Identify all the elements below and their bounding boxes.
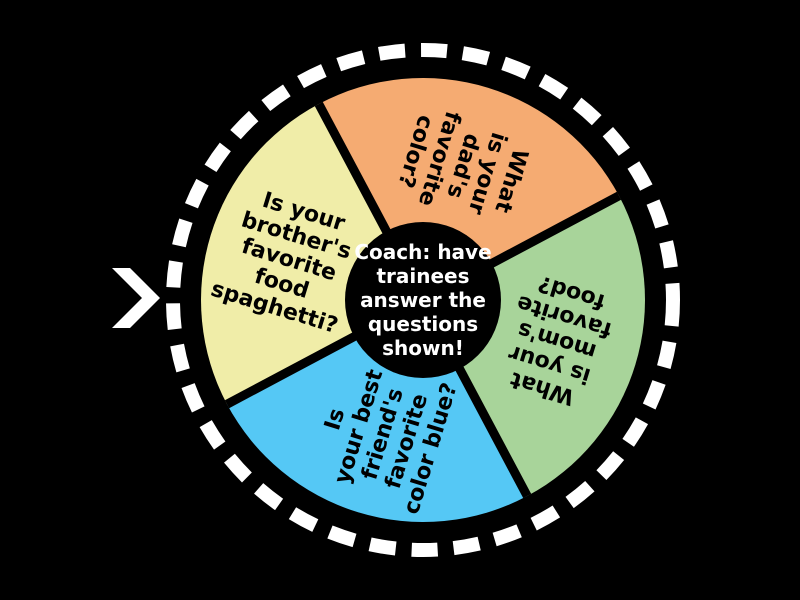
hub-text-line: answer the bbox=[360, 288, 486, 312]
hub-text-line: questions bbox=[368, 312, 478, 336]
pointer-chevron-icon bbox=[112, 268, 160, 328]
hub-text-line: Coach: have bbox=[354, 240, 491, 264]
outer-dashed-ring bbox=[166, 43, 680, 557]
spinner-pointer bbox=[112, 268, 160, 328]
hub-text-line: shown! bbox=[382, 336, 464, 360]
hub-text-line: trainees bbox=[376, 264, 469, 288]
hub-circle[interactable] bbox=[345, 222, 501, 378]
